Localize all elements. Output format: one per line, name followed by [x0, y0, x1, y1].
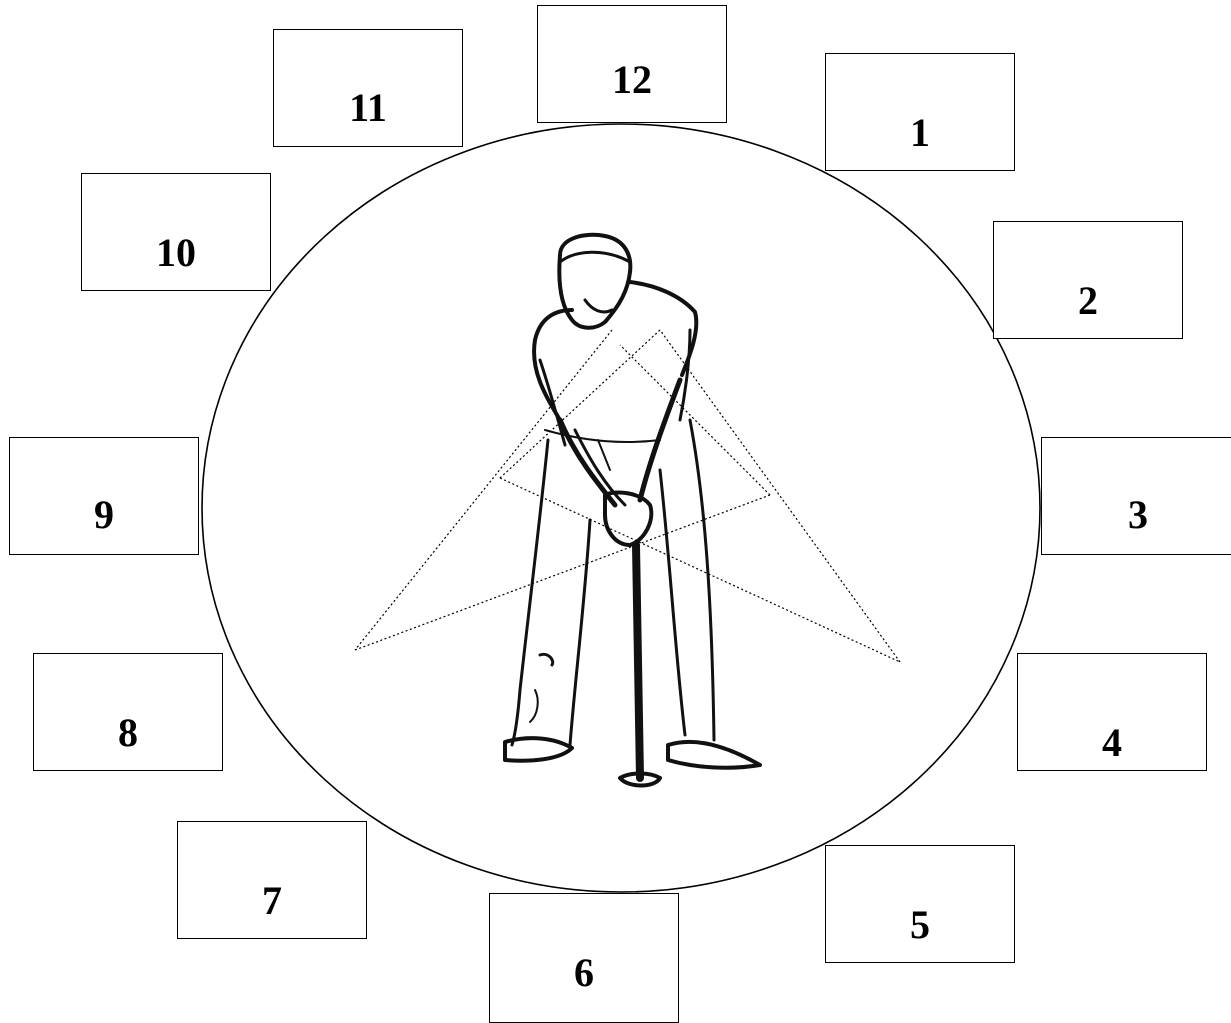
clock-position-9: 9 — [9, 437, 199, 555]
clock-position-7: 7 — [177, 821, 367, 939]
clock-number: 6 — [490, 949, 678, 996]
clock-position-6: 6 — [489, 893, 679, 1023]
clock-position-11: 11 — [273, 29, 463, 147]
clock-number: 3 — [1042, 491, 1231, 538]
clock-position-10: 10 — [81, 173, 271, 291]
clock-number: 10 — [82, 229, 270, 276]
clock-number: 12 — [538, 56, 726, 103]
clock-number: 11 — [274, 84, 462, 131]
clock-number: 9 — [10, 491, 198, 538]
clock-position-8: 8 — [33, 653, 223, 771]
clock-number: 7 — [178, 877, 366, 924]
clock-position-4: 4 — [1017, 653, 1207, 771]
clock-number: 2 — [994, 277, 1182, 324]
clock-number: 5 — [826, 901, 1014, 948]
clock-position-3: 3 — [1041, 437, 1231, 555]
clock-position-12: 12 — [537, 5, 727, 123]
clock-position-5: 5 — [825, 845, 1015, 963]
clock-number: 4 — [1018, 719, 1206, 766]
clock-position-1: 1 — [825, 53, 1015, 171]
clock-number: 8 — [34, 709, 222, 756]
clock-number: 1 — [826, 109, 1014, 156]
clock-position-2: 2 — [993, 221, 1183, 339]
